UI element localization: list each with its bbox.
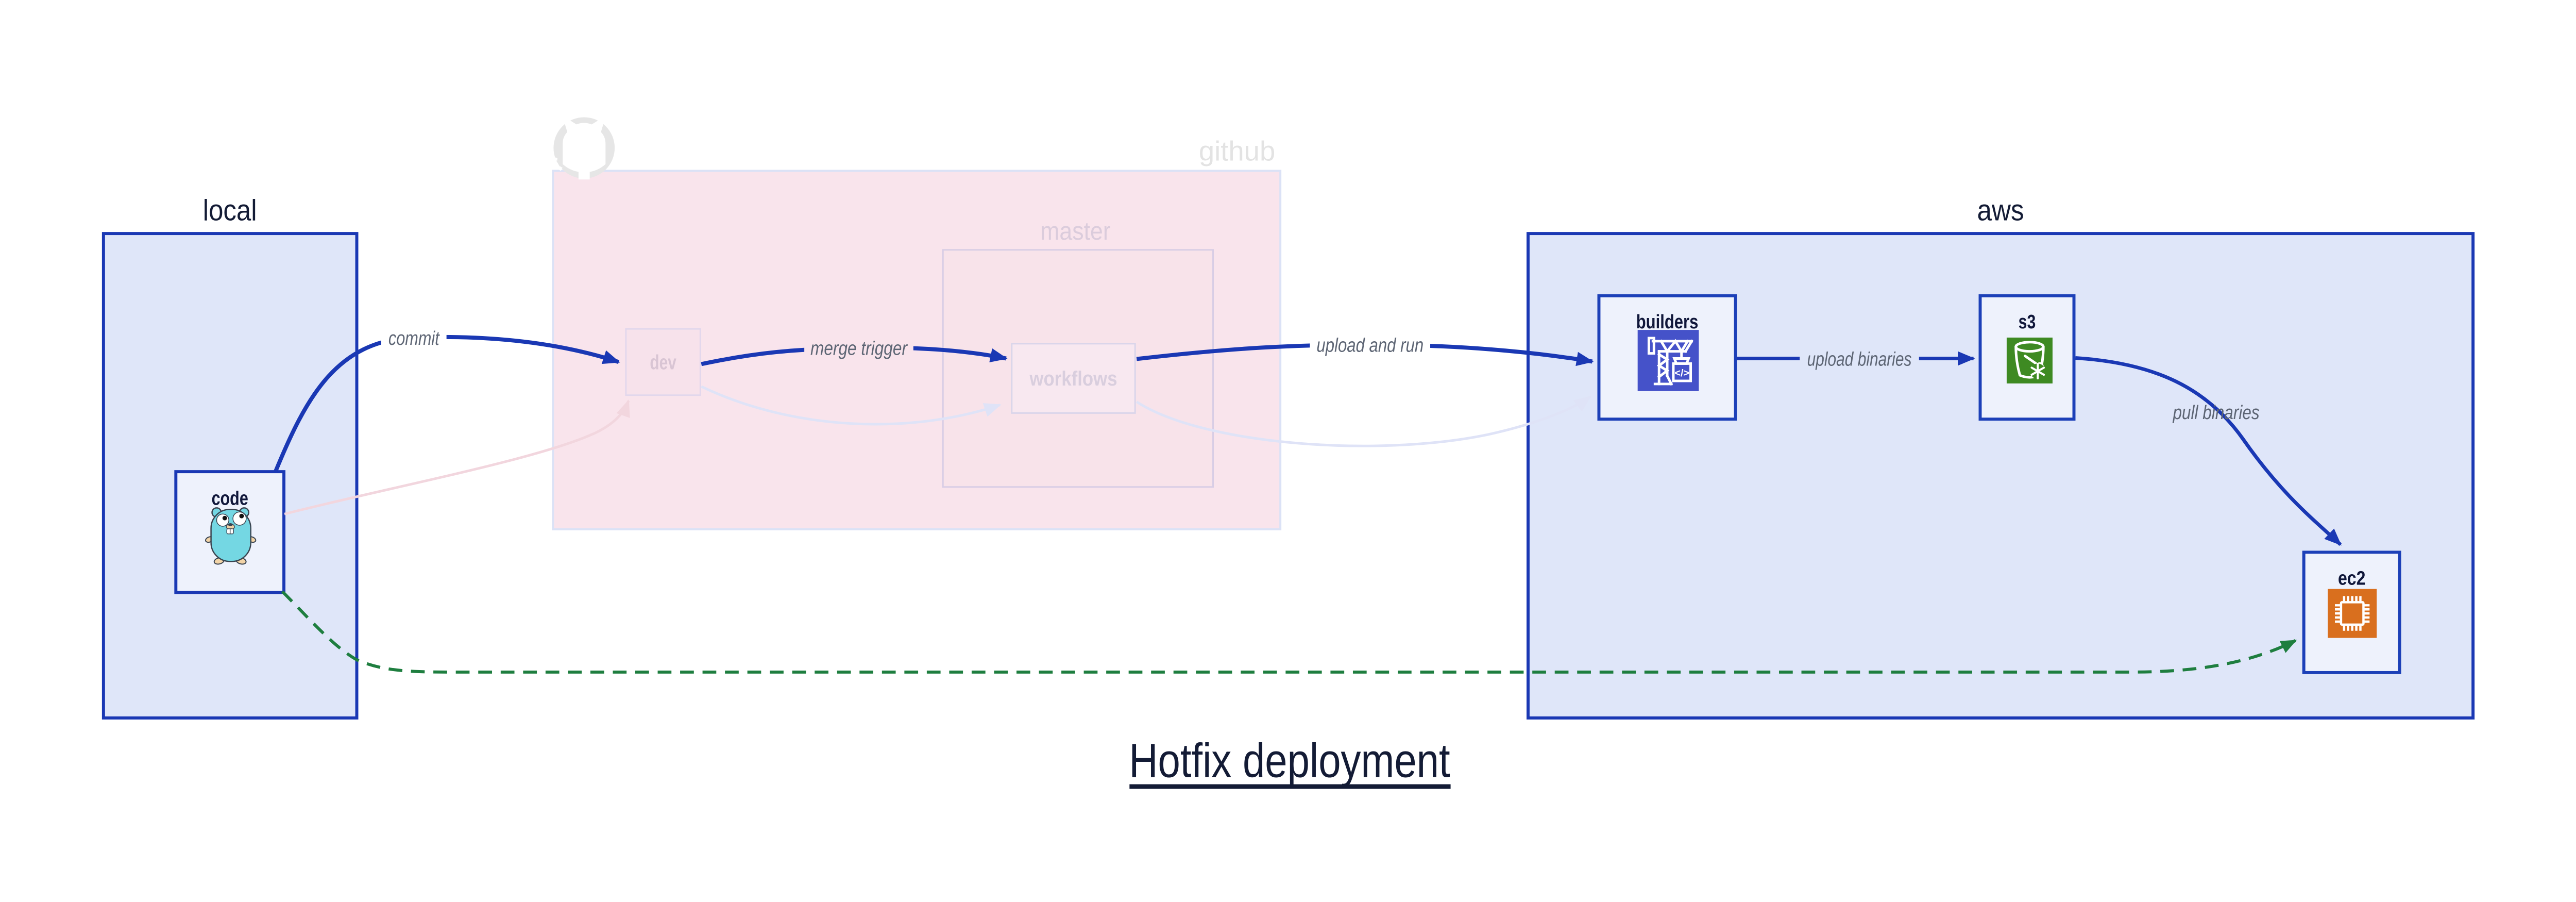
workflows-box bbox=[1011, 343, 1136, 414]
pull-binaries-edge-label: pull binaries bbox=[2173, 402, 2260, 423]
merge-trigger-edge-label: merge trigger bbox=[804, 334, 913, 361]
svg-text:upload binaries: upload binaries bbox=[1807, 348, 1912, 370]
codebuild-crane-icon: </> bbox=[1637, 330, 1699, 391]
title-underline bbox=[1129, 784, 1451, 789]
svg-text:merge trigger: merge trigger bbox=[810, 338, 908, 359]
commit-edge-label: commit bbox=[381, 324, 447, 351]
github-label: github bbox=[1199, 137, 1275, 167]
pull-binaries-edge bbox=[2075, 356, 2342, 546]
github-octocat-icon bbox=[553, 117, 615, 180]
hotfix-edge bbox=[281, 590, 2297, 674]
upload-and-run-edge-label: upload and run bbox=[1310, 331, 1431, 358]
node-code: code bbox=[174, 470, 286, 594]
go-gopher-icon bbox=[205, 507, 257, 565]
ec2-label: ec2 bbox=[2338, 567, 2365, 589]
builders-label: builders bbox=[1636, 311, 1699, 332]
aws-label: aws bbox=[1977, 194, 2024, 227]
node-workflows: workflows bbox=[1011, 343, 1136, 414]
github-container: github master dev workflows bbox=[552, 117, 1282, 530]
diagram-title: Hotfix deployment bbox=[1129, 734, 1451, 789]
node-builders: builders </> bbox=[1597, 294, 1737, 421]
local-container: local bbox=[101, 194, 359, 720]
ghost-merge-edge bbox=[701, 385, 1002, 426]
ec2-chip-icon bbox=[2328, 589, 2377, 638]
dev-label: dev bbox=[650, 351, 676, 374]
node-ec2: ec2 bbox=[2302, 550, 2401, 674]
ghost-upload-edge bbox=[1136, 395, 1591, 447]
node-s3: s3 bbox=[1978, 294, 2076, 421]
s3-box bbox=[1978, 294, 2076, 421]
upload-binaries-edge-label: upload binaries bbox=[1800, 345, 1919, 372]
svg-text:commit: commit bbox=[388, 327, 440, 349]
svg-text:Hotfix deployment: Hotfix deployment bbox=[1129, 734, 1450, 788]
local-label: local bbox=[203, 194, 257, 227]
svg-text:pull binaries: pull binaries bbox=[2173, 402, 2260, 423]
master-label: master bbox=[1040, 217, 1111, 245]
svg-text:upload and run: upload and run bbox=[1316, 335, 1423, 356]
ghost-commit-edge bbox=[284, 399, 630, 515]
s3-label: s3 bbox=[2019, 311, 2036, 332]
code-label: code bbox=[212, 487, 248, 509]
dev-box bbox=[625, 328, 701, 396]
workflows-label: workflows bbox=[1029, 368, 1117, 390]
node-dev: dev bbox=[625, 328, 701, 396]
code-glyph: </> bbox=[1674, 368, 1689, 379]
s3-bucket-snowflake-icon bbox=[2006, 337, 2053, 383]
